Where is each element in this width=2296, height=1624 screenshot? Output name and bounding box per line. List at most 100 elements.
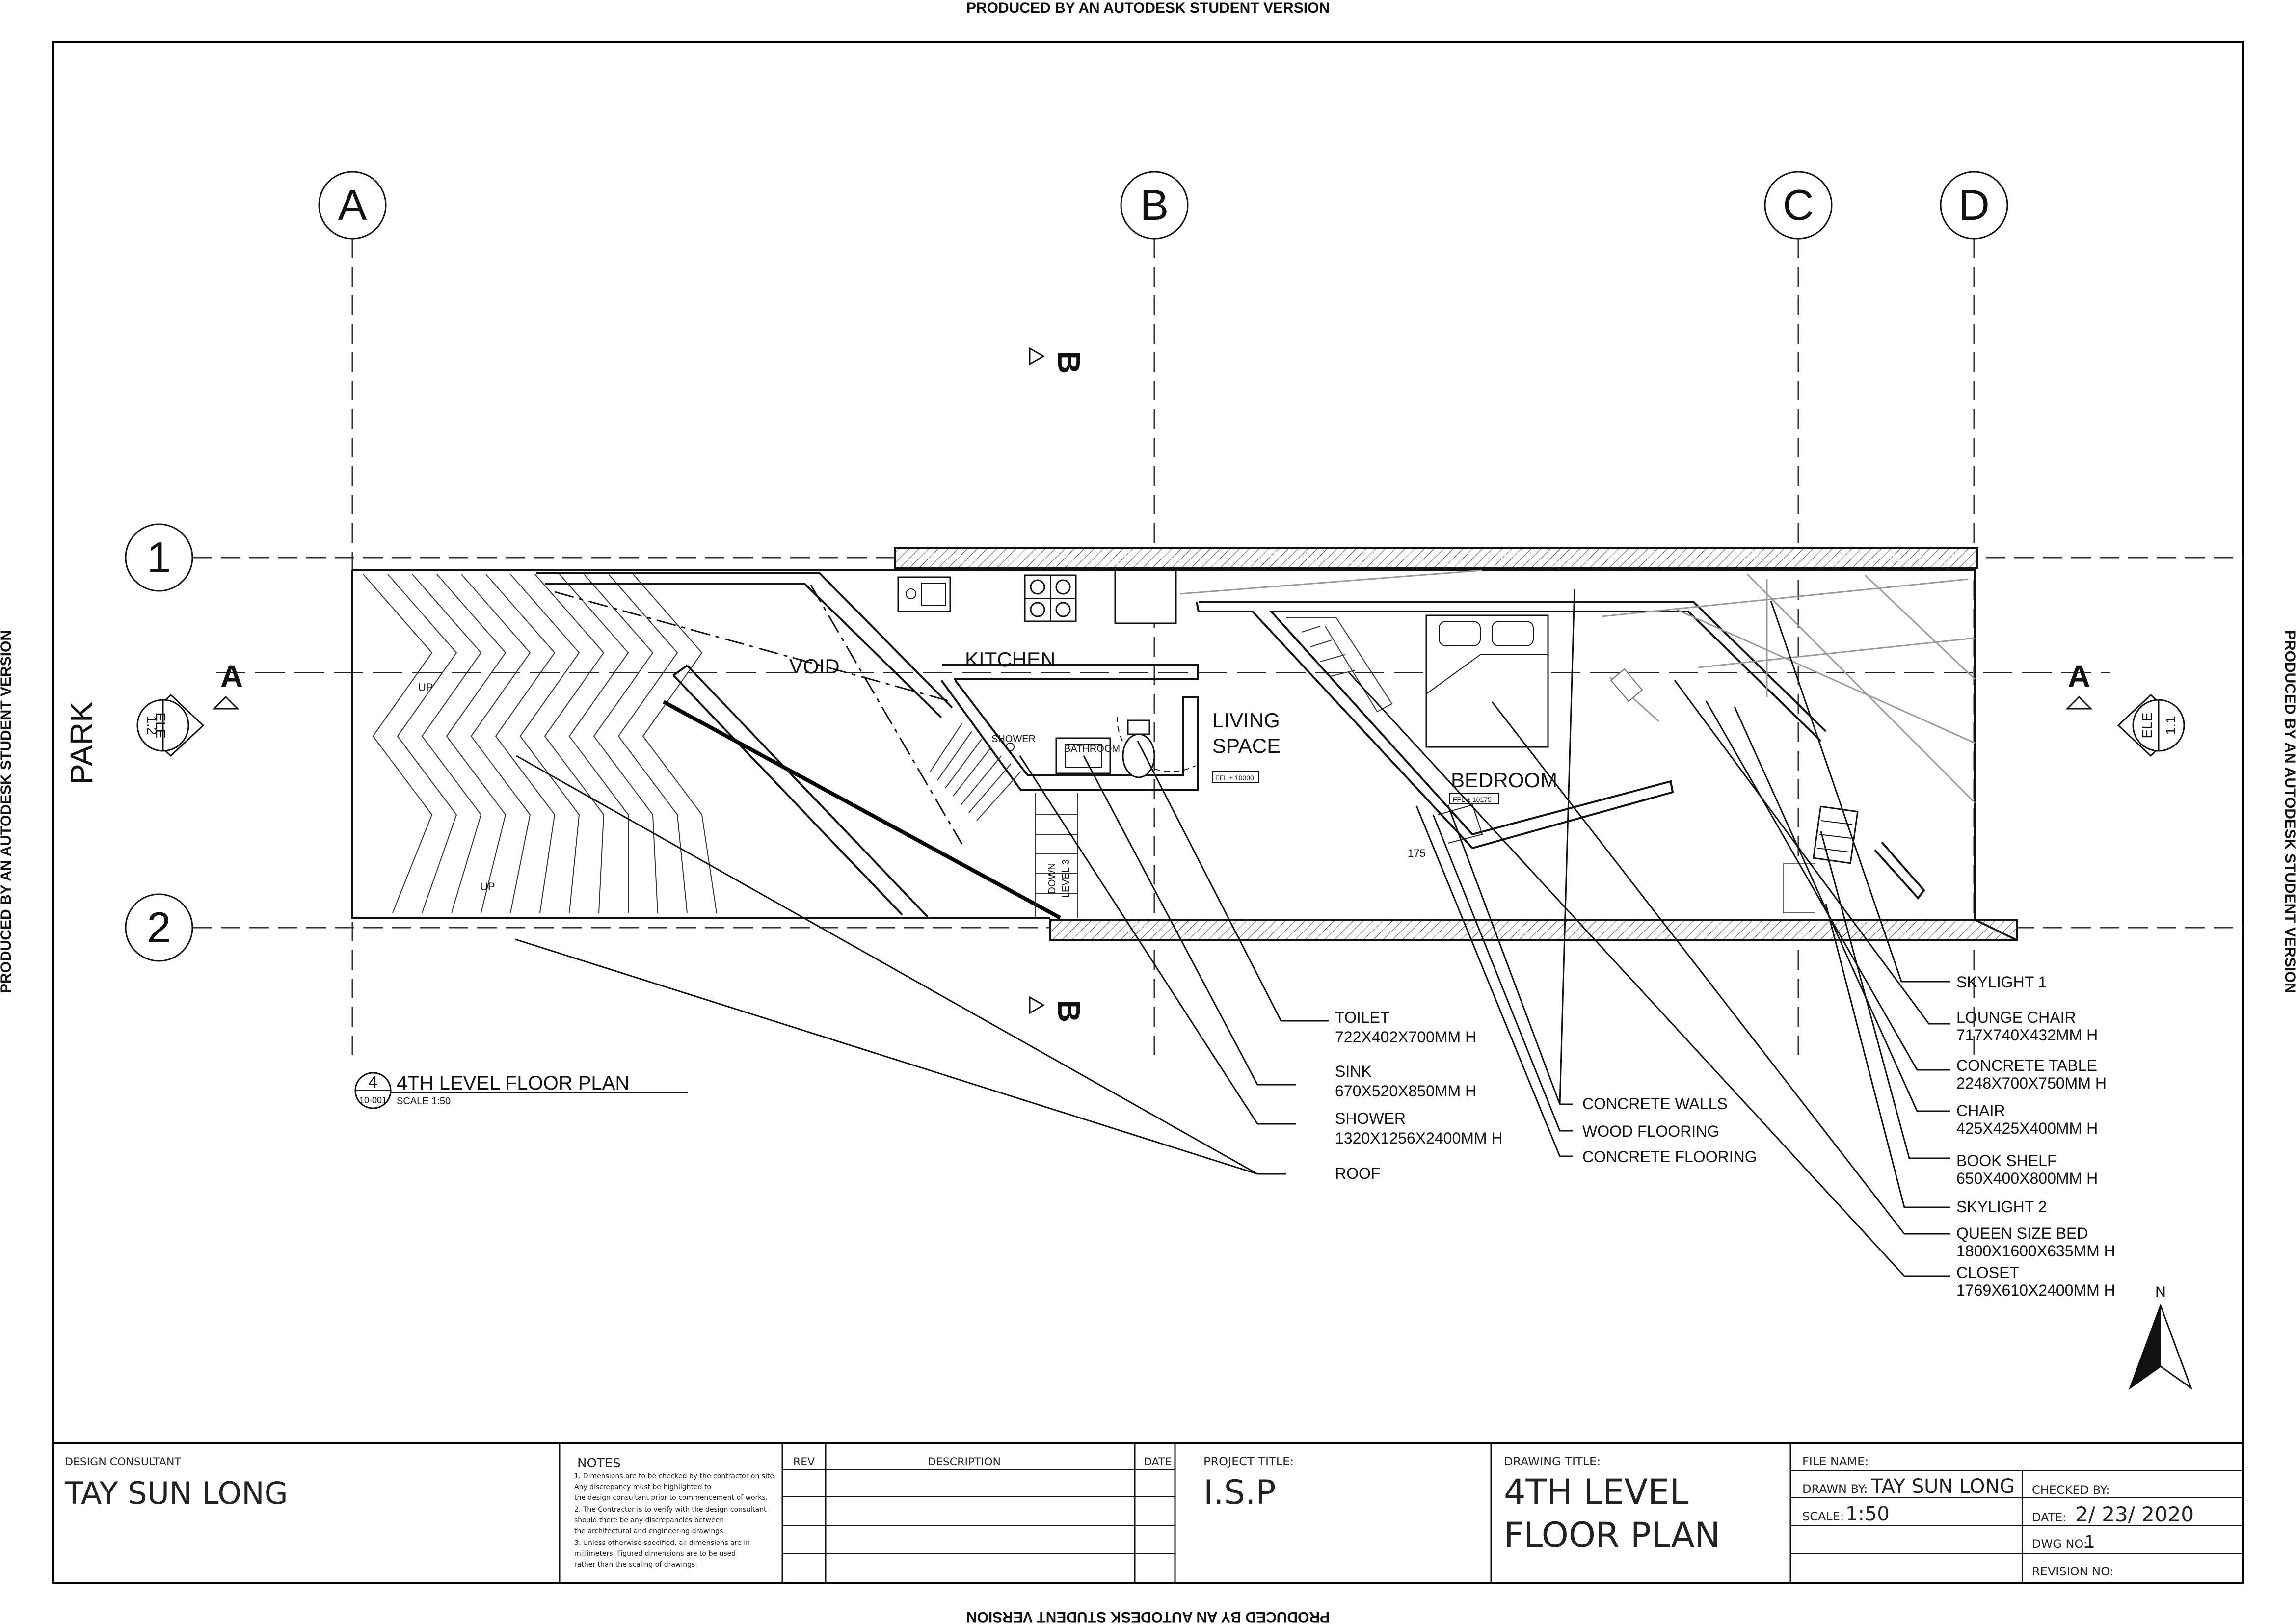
room-label-living-2: SPACE: [1212, 734, 1281, 757]
rev-column-label: REV: [793, 1456, 815, 1468]
room-label-shower: SHOWER: [991, 734, 1036, 745]
up-label-1: UP: [418, 681, 433, 693]
label-sink: SINK: [1335, 1063, 1372, 1080]
label-concrete-walls: CONCRETE WALLS: [1582, 1095, 1728, 1113]
up-label-2: UP: [480, 880, 495, 893]
svg-text:4: 4: [369, 1073, 378, 1092]
grid-bubble-a: A: [318, 171, 387, 240]
room-label-kitchen: KITCHEN: [965, 648, 1055, 671]
file-name-label: FILE NAME:: [1802, 1455, 1869, 1468]
label-book-shelf: BOOK SHELF: [1956, 1152, 2057, 1170]
room-label-void: VOID: [789, 655, 840, 678]
toilet: [1122, 719, 1155, 778]
grid-bubble-2: 2: [125, 893, 193, 962]
elevation-marker-left: ELE 1.2: [136, 693, 205, 757]
label-concrete-table: CONCRETE TABLE: [1956, 1057, 2097, 1074]
label-closet-dims: 1769X610X2400MM H: [1956, 1281, 2115, 1299]
label-book-shelf-dims: 650X400X800MM H: [1956, 1170, 2098, 1187]
label-concrete-table-dims: 2248X700X750MM H: [1956, 1074, 2107, 1092]
annotation-labels-left: TOILET 722X402X700MM H SINK 670X520X850M…: [1335, 1009, 1503, 1182]
svg-text:B: B: [1051, 1000, 1087, 1022]
project-title: I.S.P: [1203, 1473, 1276, 1512]
scale-label: SCALE:: [1802, 1510, 1844, 1523]
description-column-label: DESCRIPTION: [928, 1456, 1001, 1468]
label-concrete-flooring: CONCRETE FLOORING: [1582, 1148, 1757, 1166]
project-title-label: PROJECT TITLE:: [1203, 1455, 1294, 1468]
room-label-living-1: LIVING: [1212, 709, 1280, 732]
label-skylight-1: SKYLIGHT 1: [1956, 973, 2047, 991]
grid-bubble-d: D: [1940, 171, 2008, 240]
label-skylight-2: SKYLIGHT 2: [1956, 1198, 2047, 1216]
svg-text:10-001: 10-001: [359, 1095, 387, 1105]
watermark-left: PRODUCED BY AN AUTODESK STUDENT VERSION: [0, 630, 14, 993]
ffl-tag-bedroom: FFL ± 10175: [1453, 796, 1492, 803]
label-sink-dims: 670X520X850MM H: [1335, 1082, 1476, 1100]
room-label-bathroom: BATHROOM: [1064, 744, 1120, 754]
drawing-title-label: DRAWING TITLE:: [1504, 1455, 1601, 1468]
drawn-by-label: DRAWN BY:: [1802, 1482, 1868, 1496]
checked-by-label: CHECKED BY:: [2032, 1483, 2109, 1497]
grid-bubble-1: 1: [125, 523, 193, 592]
svg-text:2: 2: [147, 903, 171, 952]
bathroom-sink: [1055, 737, 1111, 774]
label-lounge-chair-dims: 717X740X432MM H: [1956, 1026, 2098, 1044]
drawing-tag-scale: SCALE 1:50: [397, 1096, 451, 1107]
roof-pattern: [363, 574, 717, 913]
label-shower-dims: 1320X1256X2400MM H: [1335, 1129, 1503, 1147]
svg-text:C: C: [1783, 181, 1814, 229]
svg-text:1: 1: [147, 533, 171, 582]
elevation-marker-right: ELE 1.1: [2117, 693, 2185, 757]
svg-text:Any discrepancy must be highli: Any discrepancy must be highlighted to: [574, 1483, 711, 1491]
label-queen-bed-dims: 1800X1600X635MM H: [1956, 1242, 2115, 1260]
date-column-label: DATE: [1144, 1456, 1172, 1468]
svg-text:N: N: [2155, 1284, 2166, 1300]
dwg-no-label: DWG NO:: [2032, 1537, 2087, 1551]
svg-text:the design consultant prior to: the design consultant prior to commencem…: [574, 1494, 768, 1502]
svg-text:1.1: 1.1: [2163, 716, 2178, 735]
design-consultant-label: DESIGN CONSULTANT: [65, 1456, 181, 1468]
fridge: [1114, 569, 1177, 624]
section-marker-a-right: A: [2065, 659, 2093, 710]
label-shower: SHOWER: [1335, 1110, 1406, 1127]
svg-text:should there be any discrepanc: should there be any discrepancies betwee…: [574, 1517, 724, 1524]
drawing-tag-title: 4TH LEVEL FLOOR PLAN: [397, 1072, 629, 1094]
annotation-labels-right: SKYLIGHT 1 LOUNGE CHAIR 717X740X432MM H …: [1956, 973, 2115, 1299]
svg-text:2. The Contractor is to: 2. The Contractor is to verify with the …: [574, 1506, 767, 1514]
diagonal-walls: [536, 572, 1925, 920]
section-marker-b-top: B: [1029, 347, 1087, 373]
svg-text:A: A: [2068, 659, 2090, 694]
svg-text:1.2: 1.2: [144, 716, 160, 735]
dwg-no-value: 1: [2084, 1532, 2095, 1552]
svg-text:D: D: [1958, 181, 1990, 229]
drawing-title-line-2: FLOOR PLAN: [1504, 1515, 1720, 1555]
svg-text:millimeters. Figured dimension: millimeters. Figured dimensions are to b…: [574, 1550, 736, 1558]
svg-text:rather than the scaling of dra: rather than the scaling of drawings.: [574, 1561, 697, 1569]
queen-bed: [1425, 614, 1549, 748]
watermark-top: PRODUCED BY AN AUTODESK STUDENT VERSION: [966, 0, 1330, 16]
label-chair-dims: 425X425X400MM H: [1956, 1119, 2098, 1137]
label-queen-bed: QUEEN SIZE BED: [1956, 1225, 2088, 1242]
section-marker-a-left: A: [212, 659, 243, 710]
label-lounge-chair: LOUNGE CHAIR: [1956, 1009, 2076, 1026]
label-chair: CHAIR: [1956, 1102, 2005, 1119]
north-arrow: N: [2128, 1284, 2193, 1390]
svg-text:3. Unless otherwise spe: 3. Unless otherwise specified, all dimen…: [574, 1539, 750, 1547]
svg-text:ELE: ELE: [153, 713, 168, 739]
lounge-area: [1179, 569, 1976, 913]
park-label: PARK: [64, 701, 99, 785]
wall-hatch-top: [896, 549, 1976, 567]
label-toilet-dims: 722X402X700MM H: [1335, 1028, 1476, 1046]
stairs: [929, 723, 1078, 918]
watermark-right: PRODUCED BY AN AUTODESK STUDENT VERSION: [2282, 630, 2296, 993]
dimension-175: 175: [1408, 804, 1483, 859]
revision-no-label: REVISION NO:: [2032, 1565, 2114, 1578]
scale-value: 1:50: [1845, 1503, 1890, 1525]
notes-text: 1. Dimensions are to be checked by the c…: [574, 1472, 776, 1569]
svg-text:1. Dimensions are to be: 1. Dimensions are to be checked by the c…: [574, 1472, 776, 1480]
date-label: DATE:: [2032, 1511, 2067, 1524]
label-wood-flooring: WOOD FLOORING: [1582, 1122, 1719, 1140]
design-consultant-name: TAY SUN LONG: [64, 1475, 288, 1511]
svg-text:175: 175: [1408, 847, 1426, 859]
notes-label: NOTES: [577, 1456, 621, 1471]
